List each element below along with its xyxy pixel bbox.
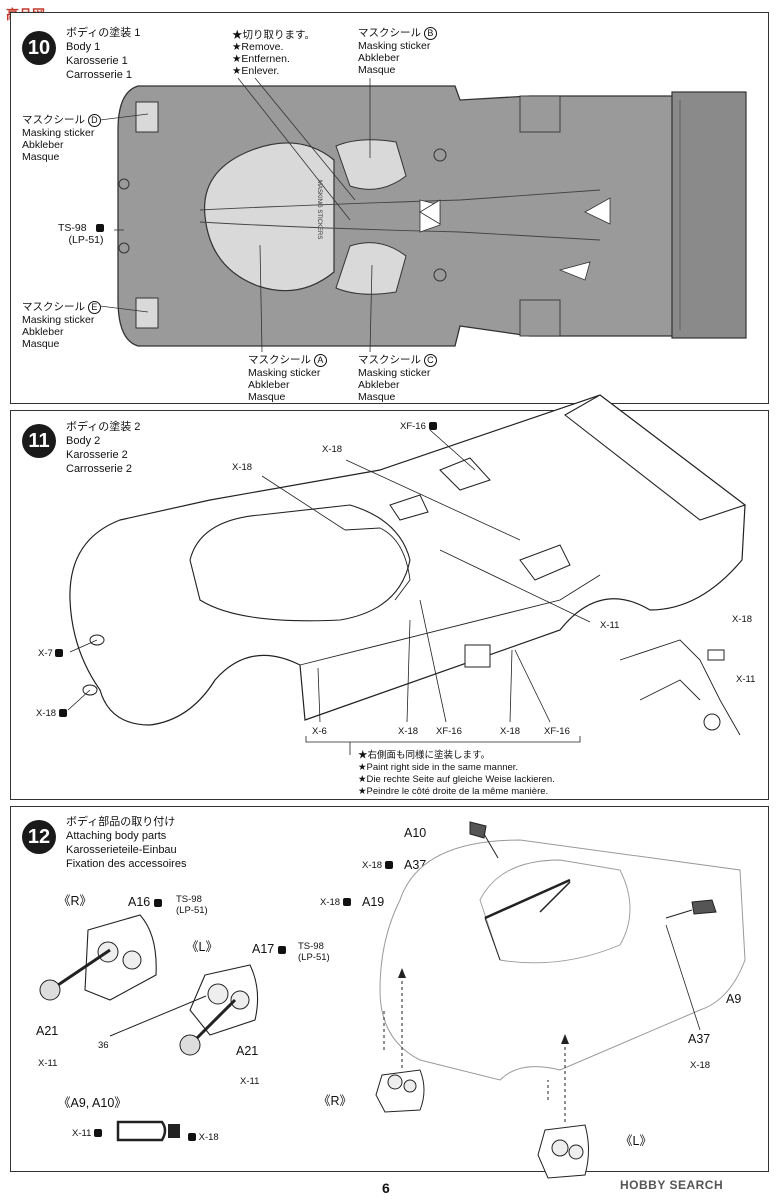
callout-x18-e: X-18 <box>398 726 419 737</box>
step-11-title-de: Karosserie 2 <box>66 449 128 461</box>
step-10-number: 10 <box>22 31 56 65</box>
callout-xf16-top: XF-16 <box>400 421 437 432</box>
paint-note-jp: ★右側面も同様に塗装します。 <box>358 750 491 761</box>
part-a10: A10 <box>404 826 427 840</box>
paint-x18-d: X-18 <box>690 1060 711 1071</box>
step-12-title-fr: Fixation des accessoires <box>66 858 187 870</box>
step-11-title-en: Body 2 <box>66 435 101 447</box>
part-a17: A17 <box>252 942 286 956</box>
group-r2-label: 《R》 <box>318 1094 353 1108</box>
paint-x11-b: X-11 <box>240 1076 260 1087</box>
paint-ts98-a: TS-98 <box>176 894 202 905</box>
step-10-title-en: Body 1 <box>66 41 101 53</box>
step-11-title-jp: ボディの塗装 2 <box>66 421 141 433</box>
paint-note-de: ★Die rechte Seite auf gleiche Weise lack… <box>358 774 555 785</box>
remove-note-jp: ★切り取ります。 <box>232 29 315 41</box>
step-10-title-fr: Carrosserie 1 <box>66 69 133 81</box>
callout-x7: X-7 <box>38 648 64 659</box>
remove-note-de: ★Entfernen. <box>232 53 290 65</box>
step-12-title-jp: ボディ部品の取り付け <box>66 816 176 828</box>
hobby-search-logo: HOBBY SEARCH <box>620 1178 724 1192</box>
part-a16: A16 <box>128 895 162 909</box>
group-r-label: 《R》 <box>58 894 93 908</box>
mask-c-label: マスクシール C Masking sticker Abkleber Masque <box>358 354 437 403</box>
step-10-title-de: Karosserie 1 <box>66 55 128 67</box>
callout-x11-b: X-11 <box>736 674 756 685</box>
part-a19: A19 <box>362 895 385 909</box>
step-12-title-de: Karosserieteile-Einbau <box>66 844 177 856</box>
mask-e-label: マスクシール E Masking sticker Abkleber Masque <box>22 301 101 350</box>
part-a37-top: A37 <box>404 858 427 872</box>
step-11-number: 11 <box>22 424 56 458</box>
paint-note-en: ★Paint right side in the same manner. <box>358 762 519 773</box>
mask-a-label: マスクシール A Masking sticker Abkleber Masque <box>248 354 327 403</box>
paint-note-fr: ★Peindre le côté droite de la même maniè… <box>358 786 549 797</box>
paint-x11-c: X-11 <box>72 1128 103 1139</box>
callout-xf16-b: XF-16 <box>544 726 570 737</box>
callout-x18-d: X-18 <box>732 614 753 625</box>
callout-x18-a: X-18 <box>322 444 343 455</box>
mask-b-label: マスクシール B Masking sticker Abkleber Masque <box>358 27 437 76</box>
page-number: 6 <box>382 1180 390 1196</box>
group-l2-label: 《L》 <box>620 1134 652 1148</box>
callout-x11-a: X-11 <box>600 620 620 631</box>
callout-x6: X-6 <box>312 726 327 737</box>
remove-note-fr: ★Enlever. <box>232 65 280 77</box>
paint-lp51-a: (LP-51) <box>176 905 208 916</box>
paint-x18-b: X-18 <box>362 860 393 871</box>
paint-x18-c: X-18 <box>320 897 351 908</box>
callout-x18-f: X-18 <box>500 726 521 737</box>
step-12-title-en: Attaching body parts <box>66 830 167 842</box>
paint-ts98-b: TS-98 <box>298 941 324 952</box>
part-a37-bottom: A37 <box>688 1032 711 1046</box>
callout-x18-c: X-18 <box>36 708 67 719</box>
step-12-number: 12 <box>22 820 56 854</box>
paint-x18-a: X-18 <box>188 1132 219 1143</box>
part-36: 36 <box>98 1040 109 1051</box>
paint-x11-a: X-11 <box>38 1058 58 1069</box>
group-l-label: 《L》 <box>186 940 218 954</box>
group-a9-a10-label: 《A9, A10》 <box>58 1096 127 1110</box>
mask-d-label: マスクシール D Masking sticker Abkleber Masque <box>22 114 101 163</box>
step-10-title-jp: ボディの塗装 1 <box>66 27 141 39</box>
callout-xf16-a: XF-16 <box>436 726 462 737</box>
paint-lp51-b: (LP-51) <box>298 952 330 963</box>
paint-ts98-step10: TS-98 (LP-51) <box>58 222 104 246</box>
step-11-title-fr: Carrosserie 2 <box>66 463 133 475</box>
part-a21-r: A21 <box>36 1024 59 1038</box>
part-a9: A9 <box>726 992 742 1006</box>
remove-note-en: ★Remove. <box>232 41 284 53</box>
callout-x18-b: X-18 <box>232 462 253 473</box>
part-a21-l: A21 <box>236 1044 259 1058</box>
